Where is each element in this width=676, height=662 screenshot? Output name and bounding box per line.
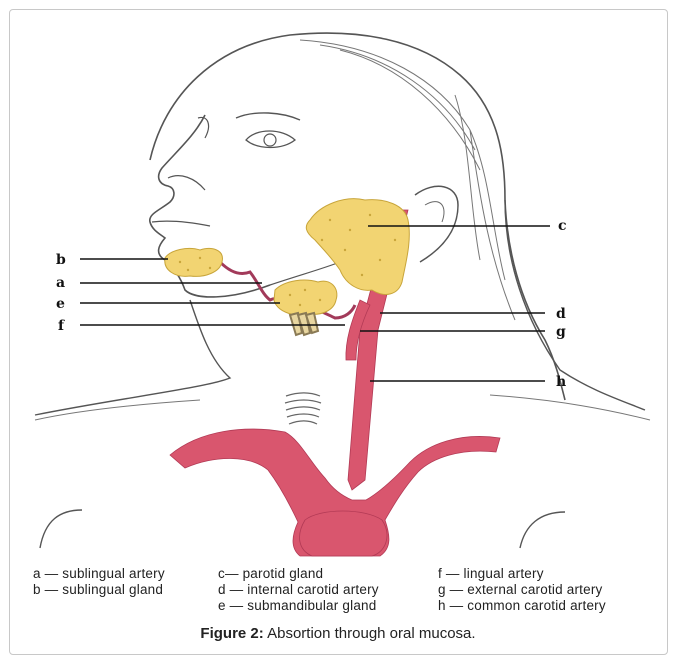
ear-inner [425, 202, 444, 222]
legend-b: b — sublingual gland [33, 582, 163, 597]
legend-g: g — external carotid artery [438, 582, 602, 597]
caption-label: Figure 2: [200, 625, 263, 642]
legend-f: f — lingual artery [438, 566, 544, 581]
gland-ducts [290, 313, 318, 335]
sublingual-gland [165, 248, 223, 276]
chest-right [520, 512, 565, 548]
neck-front [35, 300, 230, 415]
parotid-gland [306, 199, 409, 295]
legend-e: e — submandibular gland [218, 598, 376, 613]
label-a: a [56, 275, 65, 291]
ear [415, 186, 458, 262]
nostril [168, 176, 205, 190]
legend-d: d — internal carotid artery [218, 582, 379, 597]
hair-strands [300, 40, 515, 320]
chest-left [40, 510, 82, 548]
trachea [285, 393, 321, 424]
temple-mark [198, 117, 209, 138]
legend-c: c— parotid gland [218, 566, 323, 581]
mouth-line [152, 221, 210, 226]
label-c: c [558, 218, 567, 234]
label-g: g [556, 324, 566, 340]
eyebrow [236, 113, 300, 120]
submandibular-gland [274, 280, 337, 315]
legend-a: a — sublingual artery [33, 566, 165, 581]
label-b: b [56, 252, 66, 268]
label-f: f [58, 318, 65, 334]
label-e: e [56, 296, 65, 312]
legend-h: h — common carotid artery [438, 598, 606, 613]
shoulder-right [490, 395, 650, 420]
figure-caption: Figure 2: Absortion through oral mucosa. [0, 625, 676, 642]
neck-back [505, 200, 645, 410]
pupil [264, 134, 276, 146]
caption-text: Absortion through oral mucosa. [264, 625, 476, 642]
label-h: h [556, 374, 566, 390]
label-d: d [556, 306, 566, 322]
